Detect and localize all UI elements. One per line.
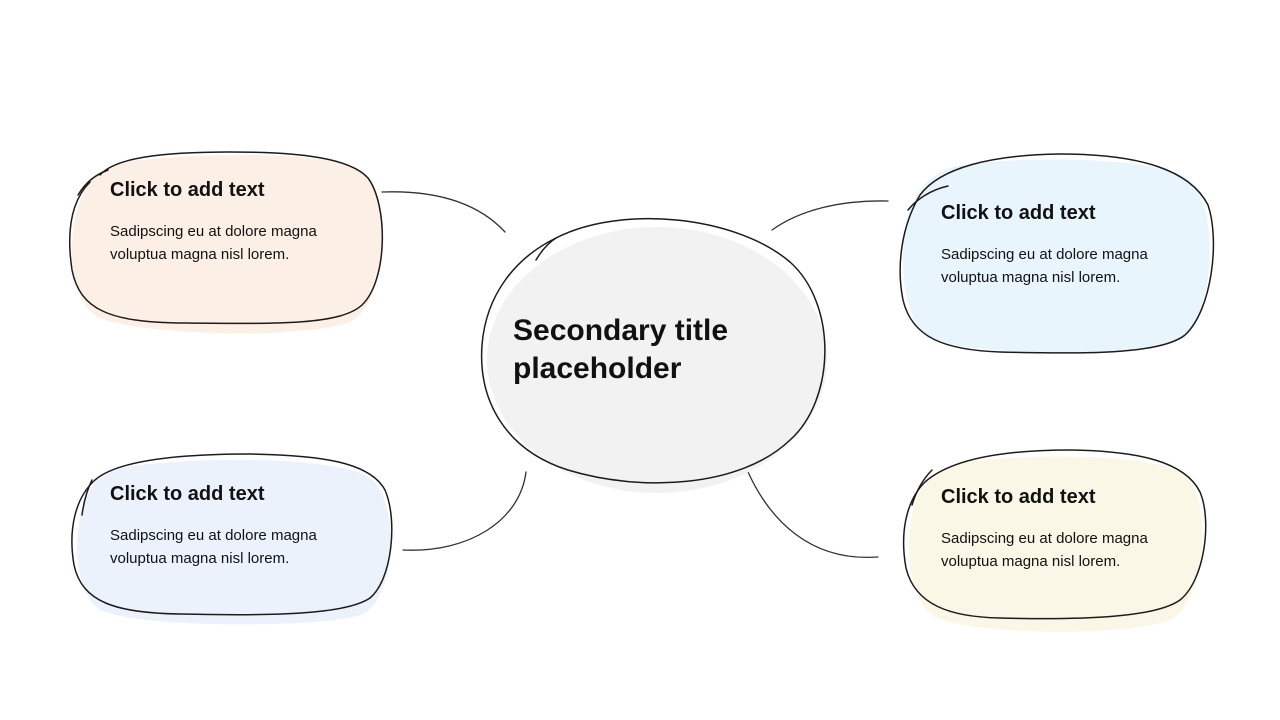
center-node-outline [480,217,826,484]
node-top-left-outline [69,151,384,325]
node-body: Sadipscing eu at dolore magna voluptua m… [941,246,1148,286]
node-bottom-left-fill [77,459,391,625]
node-title: Click to add text [110,179,265,201]
node-top-left-fill [71,154,384,334]
node-bottom-left-text[interactable]: Click to add text Sadipscing eu at dolor… [110,482,350,570]
connector-bottom-right [747,471,879,559]
node-top-right-text[interactable]: Click to add text Sadipscing eu at dolor… [941,201,1181,289]
center-title[interactable]: Secondary title placeholder [513,314,729,385]
node-bottom-left-accent-stroke [81,479,93,516]
node-top-right-accent-stroke [907,185,949,211]
node-body: Sadipscing eu at dolore magna voluptua m… [941,530,1148,570]
connector-top-left [381,191,506,233]
connector-bottom-left [402,471,527,551]
node-bottom-left-outline [71,453,393,616]
node-body: Sadipscing eu at dolore magna voluptua m… [110,223,317,263]
node-bottom-left[interactable] [71,453,393,625]
node-title: Click to add text [110,483,265,505]
node-top-left-accent-stroke [77,169,109,196]
node-top-right-fill [902,159,1210,353]
node-body: Sadipscing eu at dolore magna voluptua m… [110,527,317,567]
node-bottom-right-outline [902,449,1207,620]
node-bottom-right[interactable] [902,449,1207,632]
center-node-fill [487,227,827,493]
node-title: Click to add text [941,486,1096,508]
node-top-right-outline [899,153,1215,354]
node-top-right[interactable] [899,153,1215,354]
node-title: Click to add text [941,202,1096,224]
connector-top-right [771,200,889,231]
node-top-left[interactable] [69,151,384,334]
node-bottom-right-fill [909,456,1203,632]
node-bottom-right-accent-stroke [911,469,933,506]
node-top-left-text[interactable]: Click to add text Sadipscing eu at dolor… [110,178,350,266]
node-bottom-right-text[interactable]: Click to add text Sadipscing eu at dolor… [941,485,1181,573]
center-node[interactable] [480,217,827,493]
center-node-accent-stroke [535,237,557,261]
